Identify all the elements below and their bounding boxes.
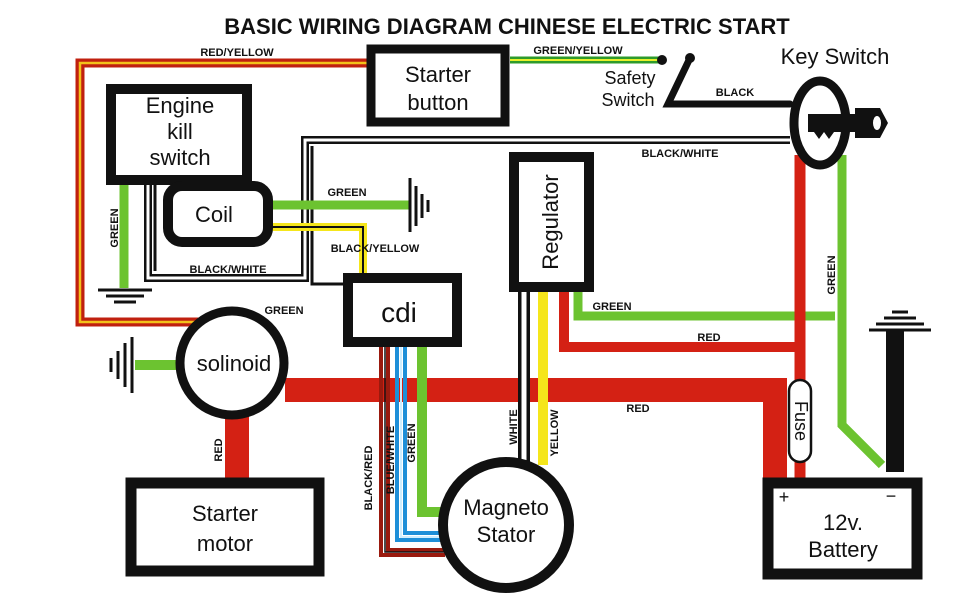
label-black: BLACK (716, 87, 755, 99)
wire-green-solenoid (109, 337, 178, 393)
label-red-regulator: RED (697, 332, 720, 344)
regulator-box: Regulator (509, 152, 594, 292)
battery-plus-label: + (779, 487, 790, 507)
key-switch (789, 76, 888, 170)
starter-motor-label-1: Starter (192, 501, 258, 526)
label-green-key: GREEN (826, 255, 838, 294)
label-black-yellow: BLACK/YELLOW (331, 243, 420, 255)
wire-green-coil (265, 178, 430, 232)
label-white-stator: WHITE (508, 409, 520, 444)
wire-green-stator (417, 345, 450, 517)
label-black-white-kill: BLACK/WHITE (190, 264, 267, 276)
ground-symbol-coil (408, 178, 430, 232)
label-black-white-top: BLACK/WHITE (642, 148, 719, 160)
coil-box: Coil (163, 181, 273, 247)
wire-green-yellow (510, 55, 667, 65)
regulator-label: Regulator (538, 174, 563, 269)
label-blue-white: BLUE/WHITE (385, 426, 397, 494)
cdi-box: cdi (343, 273, 462, 347)
battery-minus-label: − (886, 486, 897, 506)
key-icon (808, 108, 888, 139)
kill-switch-label-1: Engine (146, 93, 215, 118)
fuse-label: Fuse (791, 401, 811, 441)
safety-switch (662, 53, 794, 108)
wire-green-key (837, 155, 886, 469)
label-black-red: BLACK/RED (363, 446, 375, 511)
kill-switch-label-3: switch (149, 145, 210, 170)
stator-label-1: Magneto (463, 495, 549, 520)
wire-black-white (144, 136, 790, 286)
key-switch-label: Key Switch (781, 44, 890, 69)
label-yellow-stator: YELLOW (549, 409, 561, 457)
wire-blue-white (395, 345, 445, 542)
diagram-title: BASIC WIRING DIAGRAM CHINESE ELECTRIC ST… (224, 14, 790, 39)
starter-button-label-2: button (407, 90, 468, 115)
kill-switch-label-2: kill (167, 119, 193, 144)
battery-label-1: 12v. (823, 510, 863, 535)
fuse: Fuse (787, 378, 813, 464)
starter-motor-label-2: motor (197, 531, 253, 556)
label-green-coil: GREEN (327, 187, 366, 199)
engine-kill-switch-box: Engine kill switch (106, 84, 252, 185)
solenoid-label: solinoid (197, 351, 272, 376)
wire-black-red (379, 345, 445, 557)
safety-switch-label-2: Switch (601, 90, 654, 110)
label-green-stator: GREEN (406, 423, 418, 462)
battery-box: + − 12v. Battery (762, 477, 923, 580)
wire-red-main (285, 378, 787, 478)
label-green-regulator: GREEN (592, 301, 631, 313)
label-red-yellow: RED/YELLOW (200, 47, 274, 59)
starter-button-box: Starter button (366, 44, 510, 127)
label-green-yellow: GREEN/YELLOW (533, 45, 623, 57)
wire-green-kill (98, 180, 152, 304)
wire-green-regulator (573, 290, 835, 321)
stator-label-2: Stator (477, 522, 536, 547)
wire-red-yellow (75, 58, 375, 327)
safety-switch-label-1: Safety (604, 68, 655, 88)
battery-negative-post (869, 310, 931, 472)
starter-motor-box: Starter motor (125, 477, 325, 577)
wire-red-regulator (559, 290, 800, 352)
label-red-starter: RED (213, 438, 225, 461)
label-green-kill: GREEN (109, 208, 121, 247)
wire-black-yellow (265, 223, 367, 275)
label-red-main: RED (626, 403, 649, 415)
starter-button-label-1: Starter (405, 62, 471, 87)
label-green-solenoid: GREEN (264, 305, 303, 317)
safety-switch-contact (657, 55, 667, 65)
solenoid: solinoid (175, 306, 289, 420)
ground-symbol-solenoid (109, 337, 134, 393)
cdi-label: cdi (381, 297, 417, 328)
coil-label: Coil (195, 202, 233, 227)
magneto-stator: Magneto Stator (438, 457, 574, 593)
battery-label-2: Battery (808, 537, 878, 562)
